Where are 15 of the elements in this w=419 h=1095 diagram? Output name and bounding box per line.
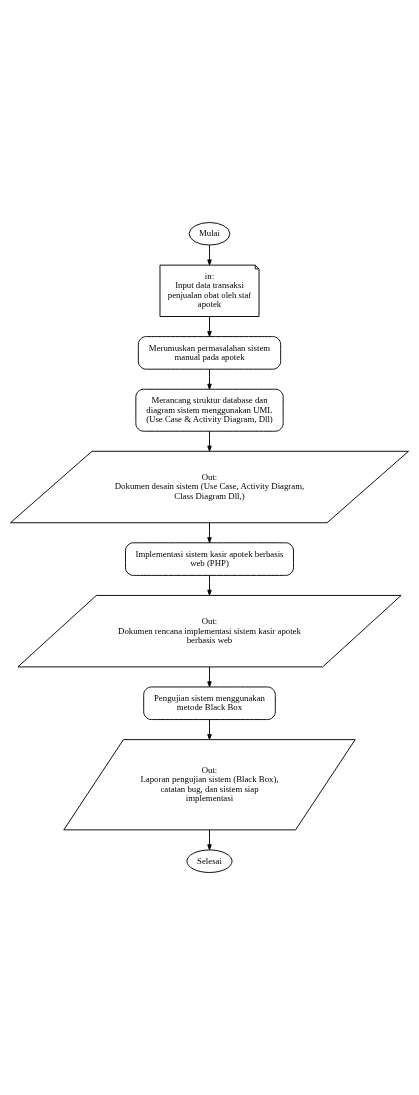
node-ellipse: Mulai bbox=[188, 222, 231, 246]
node-box: Merumuskan permasalahan sistem manual pada apotek bbox=[137, 336, 282, 370]
node-box: Implementasi sistem kasir apotek berbasis web (PHP) bbox=[125, 542, 294, 576]
arrow bbox=[207, 316, 212, 337]
arrow bbox=[207, 666, 212, 688]
arrow bbox=[207, 829, 212, 851]
arrow bbox=[207, 244, 212, 266]
arrow bbox=[207, 719, 212, 740]
node-ellipse: Selesai bbox=[186, 849, 233, 873]
arrow bbox=[207, 522, 212, 544]
arrow bbox=[207, 574, 212, 596]
node-box: Merancang struktur database dan diagram sistem menggunakan UML (Use Case & Activity Diagram, Dll) bbox=[135, 388, 284, 432]
node-box: Pengujian sistem menggunakan metode Black Box bbox=[143, 686, 276, 721]
arrow bbox=[207, 430, 212, 452]
arrow bbox=[207, 368, 212, 390]
